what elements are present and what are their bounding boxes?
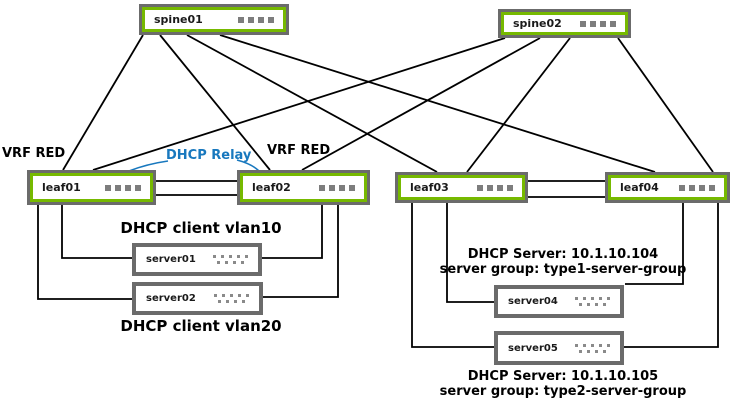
node-server01: server01 — [132, 243, 262, 276]
port-squares-icon — [679, 184, 715, 191]
link-spine01-leaf04 — [219, 34, 656, 173]
link-leaf04-server05 — [624, 203, 719, 348]
node-label: server01 — [146, 254, 196, 265]
dhcp-relay-label: DHCP Relay — [166, 148, 252, 163]
node-label: leaf02 — [252, 181, 291, 194]
link-leaf01-server01 — [61, 205, 132, 259]
node-server05: server05 — [494, 331, 624, 365]
dhcp-server-105-caption: DHCP Server: 10.1.10.105 server group: t… — [423, 369, 703, 399]
node-leaf01: leaf01 — [27, 170, 156, 205]
link-spine02-leaf02 — [301, 37, 541, 171]
node-spine02: spine02 — [498, 9, 631, 38]
link-spine02-leaf03 — [466, 37, 571, 173]
link-leaf01-server02 — [37, 205, 132, 300]
node-label: server02 — [146, 293, 196, 304]
link-leaf04-server04 — [625, 203, 684, 285]
vent-dots-icon — [575, 343, 610, 353]
node-leaf04: leaf04 — [605, 172, 730, 203]
relay-pointer-to-leaf01 — [128, 160, 169, 172]
vent-dots-icon — [214, 294, 249, 303]
port-squares-icon — [477, 184, 513, 191]
port-squares-icon — [238, 16, 274, 23]
node-label: leaf03 — [410, 181, 449, 194]
vent-dots-icon — [575, 297, 610, 306]
vrf-red-label-right: VRF RED — [267, 143, 331, 158]
dhcp-server-105-address: DHCP Server: 10.1.10.105 — [467, 369, 659, 384]
link-leaf03-server04 — [446, 203, 494, 303]
link-spine01-leaf03 — [186, 34, 438, 173]
dhcp-client-vlan20-label: DHCP client vlan20 — [120, 317, 282, 335]
relay-pointer-to-leaf02 — [236, 159, 260, 172]
node-label: leaf01 — [42, 181, 81, 194]
link-spine01-leaf02 — [159, 34, 271, 171]
node-leaf02: leaf02 — [237, 170, 370, 205]
dhcp-server-104-group: server group: type1-server-group — [439, 262, 687, 277]
node-label: spine01 — [154, 13, 203, 26]
dhcp-server-104-address: DHCP Server: 10.1.10.104 — [467, 247, 659, 262]
link-spine02-leaf01 — [92, 37, 506, 171]
link-leaf03-server05 — [411, 203, 494, 348]
node-server04: server04 — [494, 285, 624, 318]
node-label: leaf04 — [620, 181, 659, 194]
dhcp-client-vlan10-label: DHCP client vlan10 — [120, 219, 282, 237]
link-leaf02-server02 — [263, 205, 339, 298]
link-spine01-leaf01 — [62, 34, 144, 171]
node-label: spine02 — [513, 17, 562, 30]
vent-dots-icon — [213, 255, 248, 264]
link-leaf02-server01 — [262, 205, 323, 259]
node-server02: server02 — [132, 282, 263, 315]
node-label: server04 — [508, 296, 558, 307]
node-leaf03: leaf03 — [395, 172, 528, 203]
link-spine02-leaf04 — [617, 37, 714, 173]
node-spine01: spine01 — [139, 4, 289, 35]
dhcp-server-105-group: server group: type2-server-group — [439, 384, 687, 399]
dhcp-server-104-caption: DHCP Server: 10.1.10.104 server group: t… — [423, 247, 703, 277]
port-squares-icon — [319, 184, 355, 191]
port-squares-icon — [580, 20, 616, 27]
port-squares-icon — [105, 184, 141, 191]
node-label: server05 — [508, 342, 558, 354]
vrf-red-label-left: VRF RED — [2, 146, 66, 161]
